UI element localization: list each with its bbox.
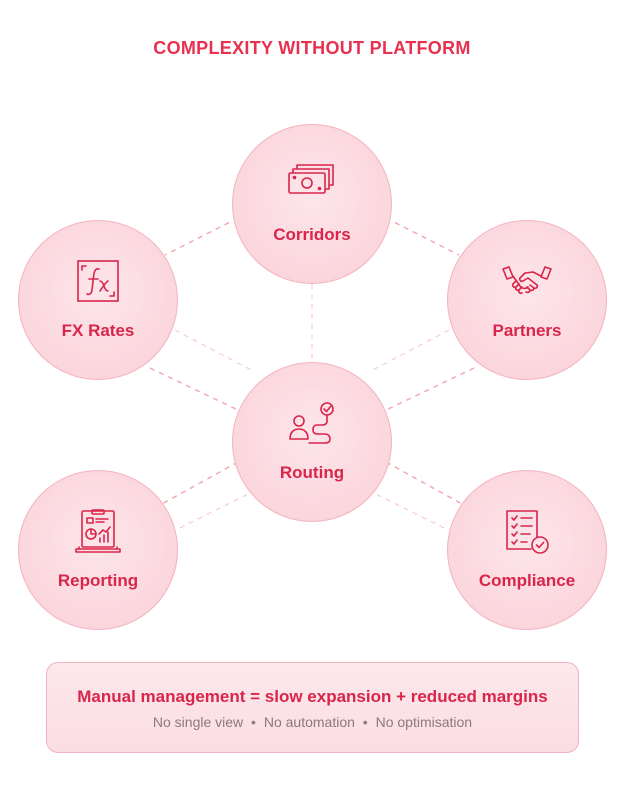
link-compliance-routing-inner [371, 491, 445, 529]
point-no-single-view: No single view [152, 714, 244, 730]
node-label: Partners [492, 321, 562, 340]
node-label: Reporting [57, 571, 139, 590]
link-corridors-partners [385, 217, 460, 256]
link-routing-compliance [385, 461, 465, 506]
node-label: FX Rates [61, 321, 135, 340]
function-fx-icon [76, 259, 120, 308]
node-compliance[interactable]: Compliance [447, 470, 607, 630]
summary-box: Manual management = slow expansion + red… [46, 662, 579, 753]
node-label: Routing [279, 463, 345, 482]
link-fxrates-routing-inner [174, 329, 256, 373]
point-no-optimisation: No optimisation [375, 714, 473, 730]
link-corridors-fxrates [164, 217, 239, 256]
node-corridors[interactable]: Corridors [232, 124, 392, 284]
node-reporting[interactable]: Reporting [18, 470, 178, 630]
separator: • [362, 714, 368, 730]
node-fx-rates[interactable]: FX Rates [18, 220, 178, 380]
checklist-icon [503, 509, 551, 560]
cash-stack-icon [287, 163, 337, 200]
route-person-icon [287, 401, 337, 450]
handshake-icon [501, 259, 553, 304]
node-label: Corridors [273, 225, 351, 244]
report-dashboard-icon [74, 509, 122, 560]
link-partners-routing [385, 367, 475, 411]
link-partners-routing-inner [368, 329, 450, 373]
link-routing-reporting [159, 461, 239, 506]
node-label: Compliance [478, 571, 576, 590]
summary-points: No single view • No automation • No opti… [47, 714, 578, 730]
point-no-automation: No automation [263, 714, 355, 730]
page-title: COMPLEXITY WITHOUT PLATFORM [153, 38, 471, 58]
link-fxrates-routing [149, 367, 239, 411]
node-routing[interactable]: Routing [232, 362, 392, 522]
summary-headline: Manual management = slow expansion + red… [77, 687, 548, 706]
separator: • [251, 714, 256, 730]
link-reporting-routing-inner [179, 491, 253, 529]
node-partners[interactable]: Partners [447, 220, 607, 380]
